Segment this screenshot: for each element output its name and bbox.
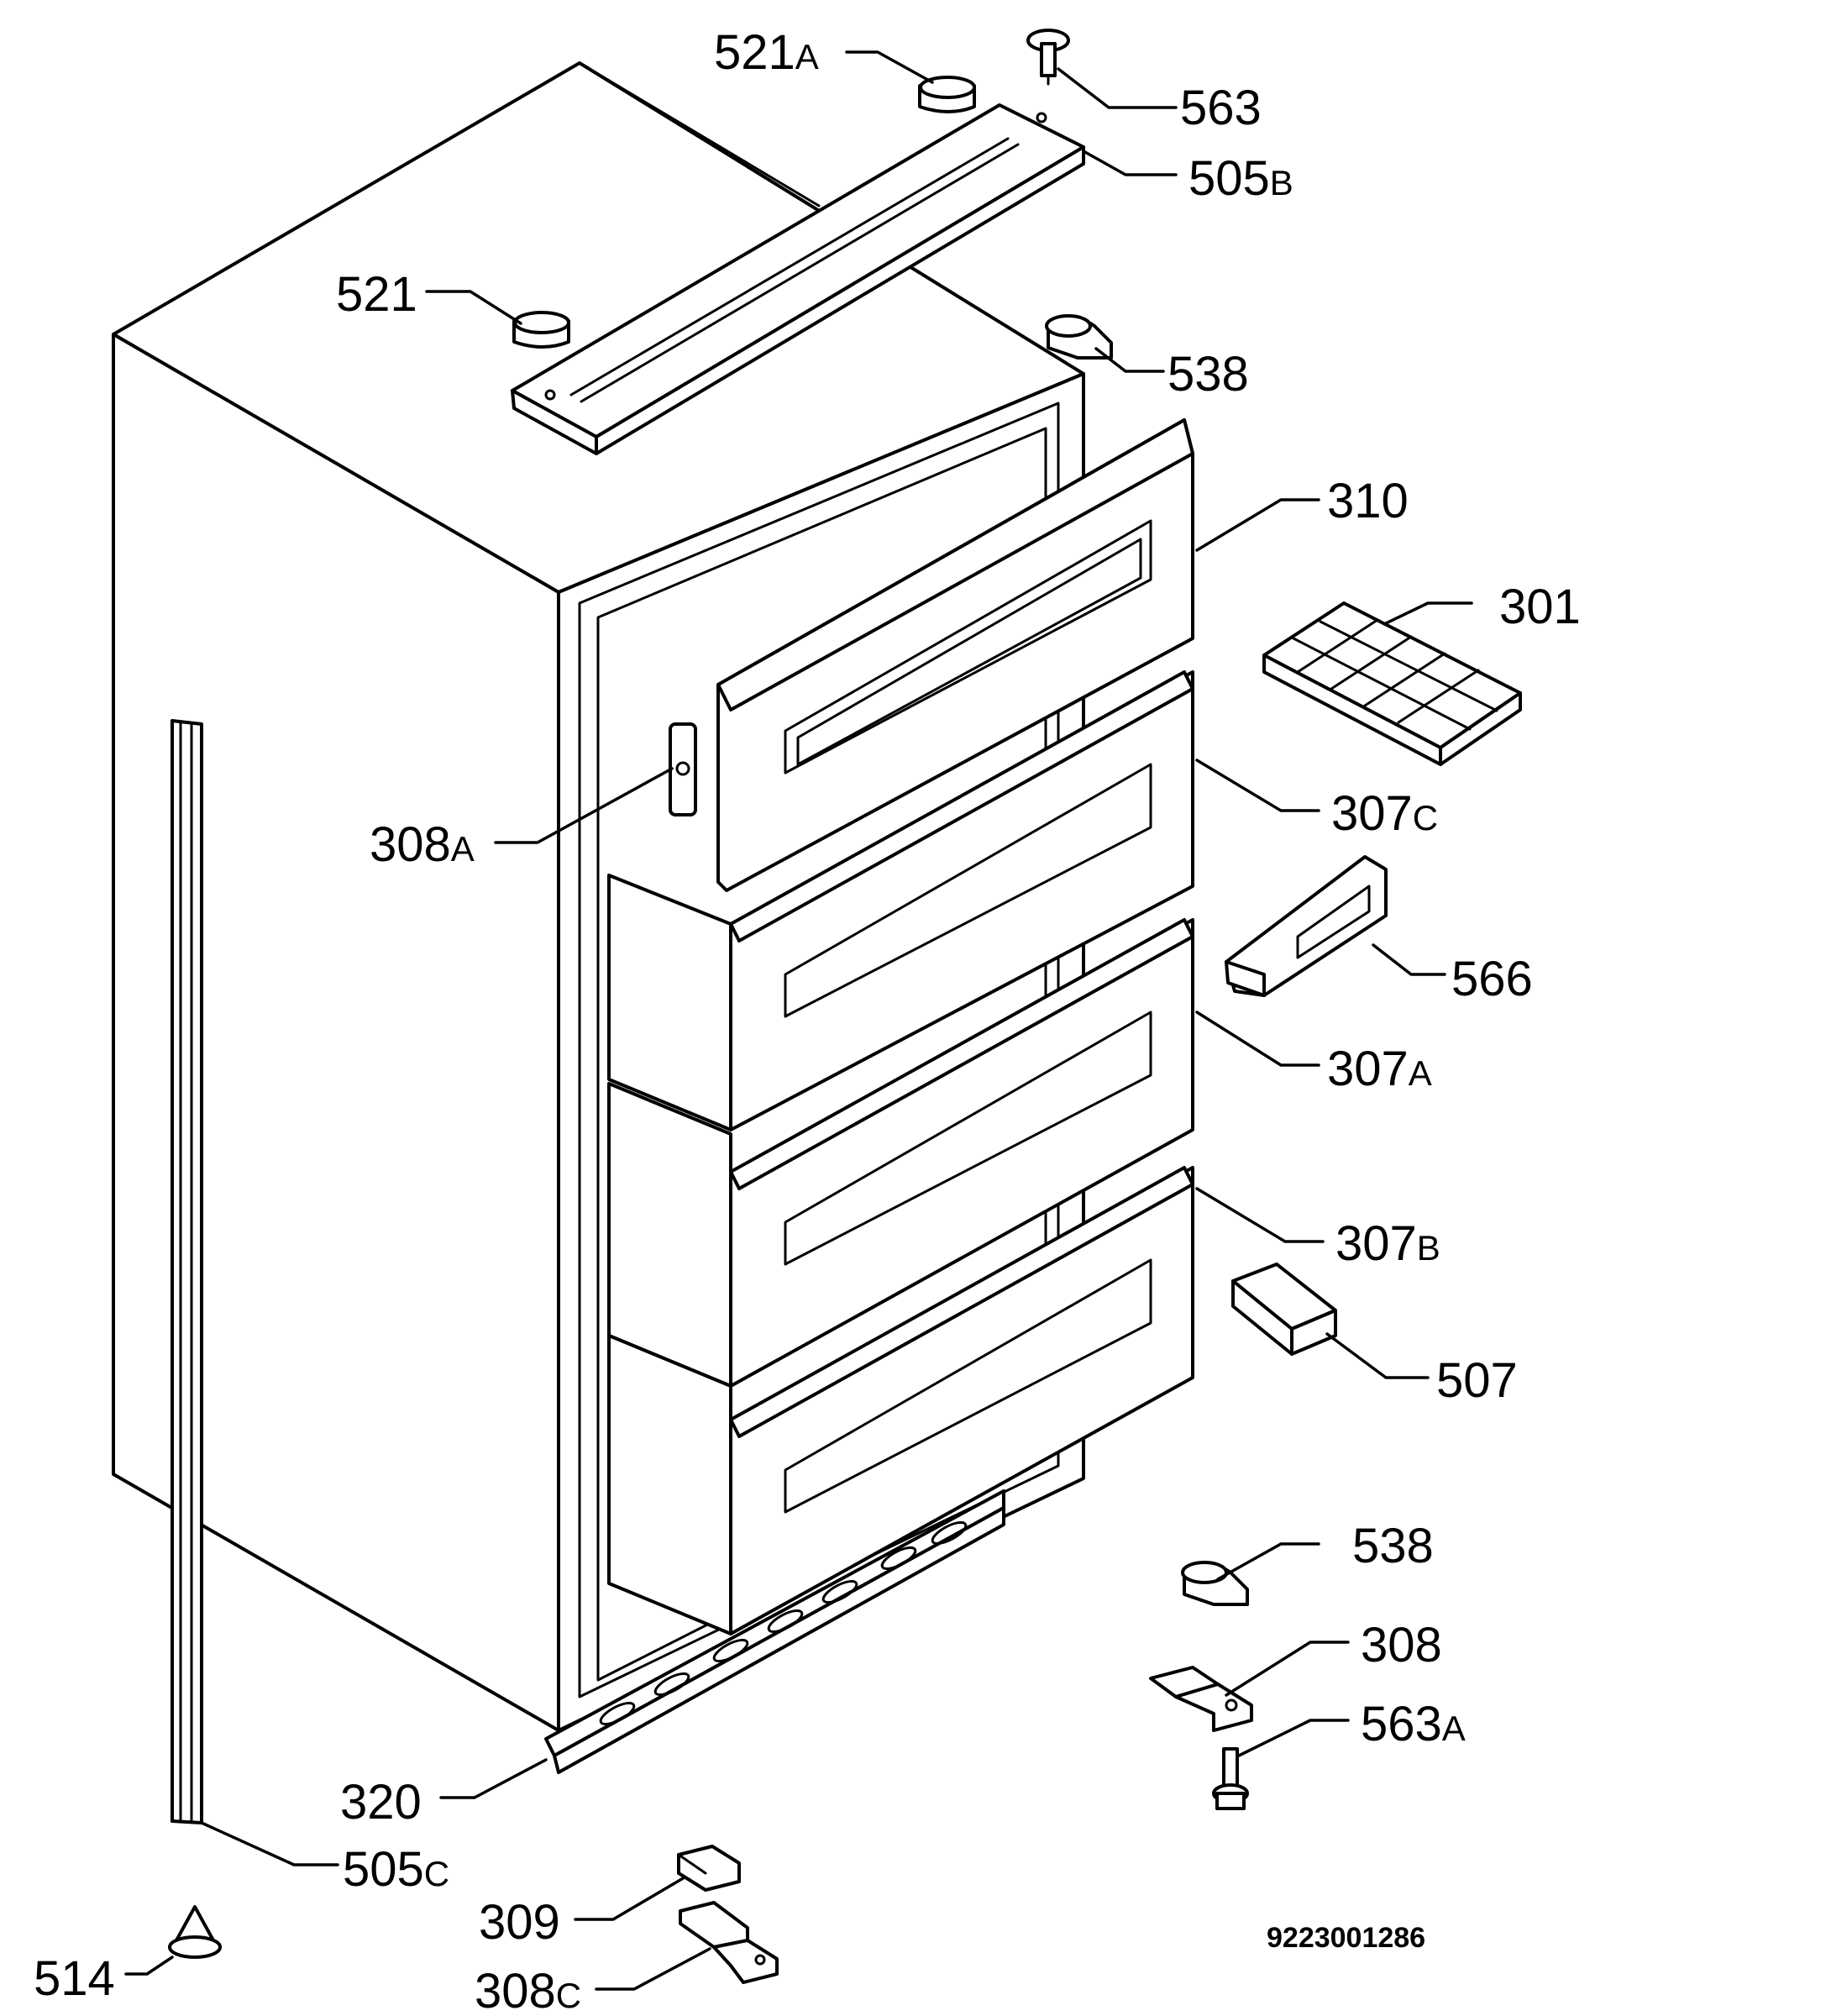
hinge-pin-538-bottom [1181,1561,1249,1606]
block-507 [1231,1263,1337,1356]
door-seal-505c [171,719,203,1824]
hinge-bracket-308 [1149,1666,1253,1732]
callout-563a: 563A [1361,1697,1466,1751]
hinge-cap-521a [918,76,976,113]
callout-566: 566 [1451,952,1533,1006]
cap-309 [677,1845,741,1892]
callout-538-bottom: 538 [1352,1519,1434,1573]
document-number: 9223001286 [1267,1922,1425,1954]
top-hinge-bar-505b [511,103,1085,455]
callout-310: 310 [1327,474,1409,528]
callout-309: 309 [479,1895,560,1950]
door-hinge-308a [669,722,697,816]
callout-538-top: 538 [1167,347,1249,402]
callout-308: 308 [1361,1618,1442,1672]
callout-307c: 307C [1331,786,1438,841]
callout-labels: 521A 563 505B 521 538 310 301 307C 308A … [34,25,1581,2016]
callout-308c: 308C [475,1964,581,2016]
callout-307b: 307B [1335,1216,1440,1271]
callout-301: 301 [1499,580,1581,634]
hinge-cap-521 [512,311,570,349]
screw-563 [1026,29,1070,86]
callout-563: 563 [1180,81,1262,135]
drawer-307c [607,670,1194,1131]
callout-308a: 308A [370,817,475,872]
drawer-307b [607,1166,1194,1635]
callout-514: 514 [34,1951,115,2006]
ice-scoop-566 [1225,855,1388,997]
screw-563a [1212,1747,1249,1810]
callout-521a: 521A [714,25,819,80]
drawer-307a [607,918,1194,1388]
callout-307a: 307A [1327,1042,1432,1096]
leader-lines [124,50,1473,1991]
bottom-rail-320 [544,1489,1005,1774]
callout-507: 507 [1436,1353,1518,1408]
callout-505b: 505B [1188,151,1293,206]
callout-320: 320 [340,1775,422,1830]
callout-505c: 505C [343,1842,449,1897]
drawer-flap-310 [716,418,1194,892]
callout-521: 521 [336,267,417,322]
bracket-308c [679,1901,779,1984]
clip-514 [168,1905,222,1959]
ice-cube-tray-301 [1262,601,1522,766]
